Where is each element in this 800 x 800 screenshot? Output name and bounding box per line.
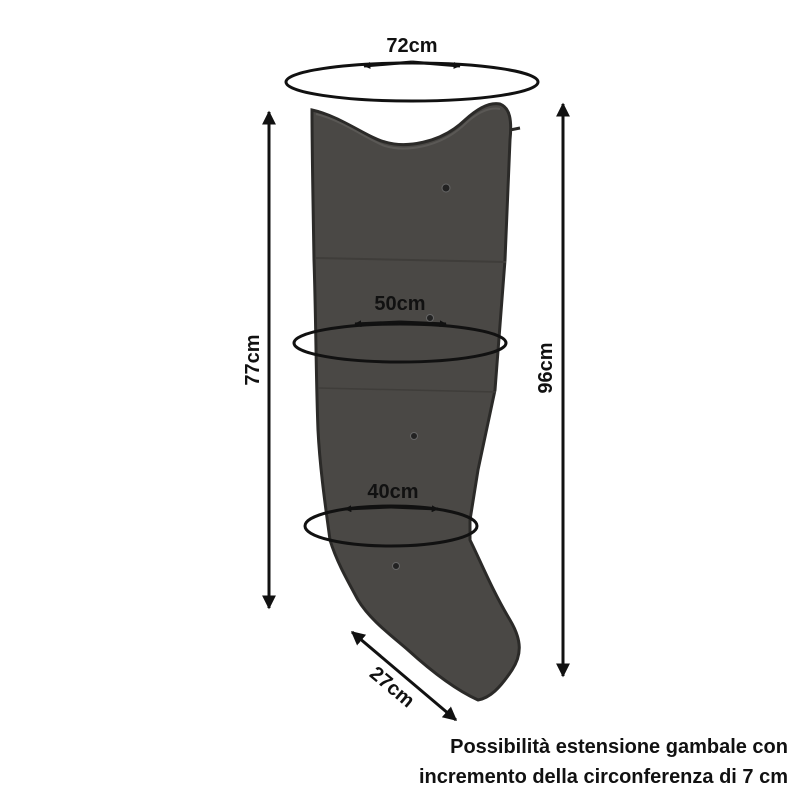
top-circumference-arrow — [363, 60, 413, 69]
top-circumference-arrow — [411, 60, 461, 69]
leg-sleeve — [310, 102, 521, 702]
calf-circumference-label: 40cm — [367, 481, 418, 503]
calf-circumference-ring — [303, 504, 479, 548]
air-valve-icon — [441, 183, 451, 193]
strap-tab — [509, 126, 521, 132]
leg-sleeve-body — [310, 102, 521, 702]
caption-line-1: Possibilità estensione gambale con — [450, 736, 788, 758]
thigh-circumference-arrow — [354, 320, 401, 328]
air-valve-icon — [392, 562, 400, 570]
chamber-seam — [317, 387, 497, 393]
foot-opening-label: 27cm — [365, 663, 418, 713]
thigh-circumference-label: 50cm — [374, 293, 425, 315]
thigh-circumference-ring — [292, 322, 508, 364]
caption-line-2: incremento della circonferenza di 7 cm — [418, 766, 788, 788]
leg-sleeve-edge — [315, 107, 501, 150]
top-circumference-label: 72cm — [386, 35, 437, 57]
extension-caption: Possibilità estensione gambale con incre… — [328, 732, 788, 792]
top-circumference-measure: 72cm — [284, 35, 540, 103]
inner-length-measure: 77cm — [242, 110, 276, 610]
calf-circumference-measure: 40cm — [303, 481, 479, 548]
total-length-measure: 96cm — [535, 102, 570, 678]
thigh-circumference-arrow — [399, 320, 447, 328]
air-valve-icon — [410, 432, 418, 440]
thigh-circumference-measure: 50cm — [292, 293, 508, 364]
chamber-seam — [315, 257, 507, 263]
top-circumference-ring — [284, 61, 540, 103]
calf-circumference-arrow — [344, 505, 392, 513]
calf-circumference-arrow — [390, 505, 439, 513]
air-valve-icon — [426, 314, 434, 322]
inner-length-label: 77cm — [242, 334, 264, 385]
total-length-label: 96cm — [535, 342, 557, 393]
foot-opening-arrow — [350, 630, 458, 722]
